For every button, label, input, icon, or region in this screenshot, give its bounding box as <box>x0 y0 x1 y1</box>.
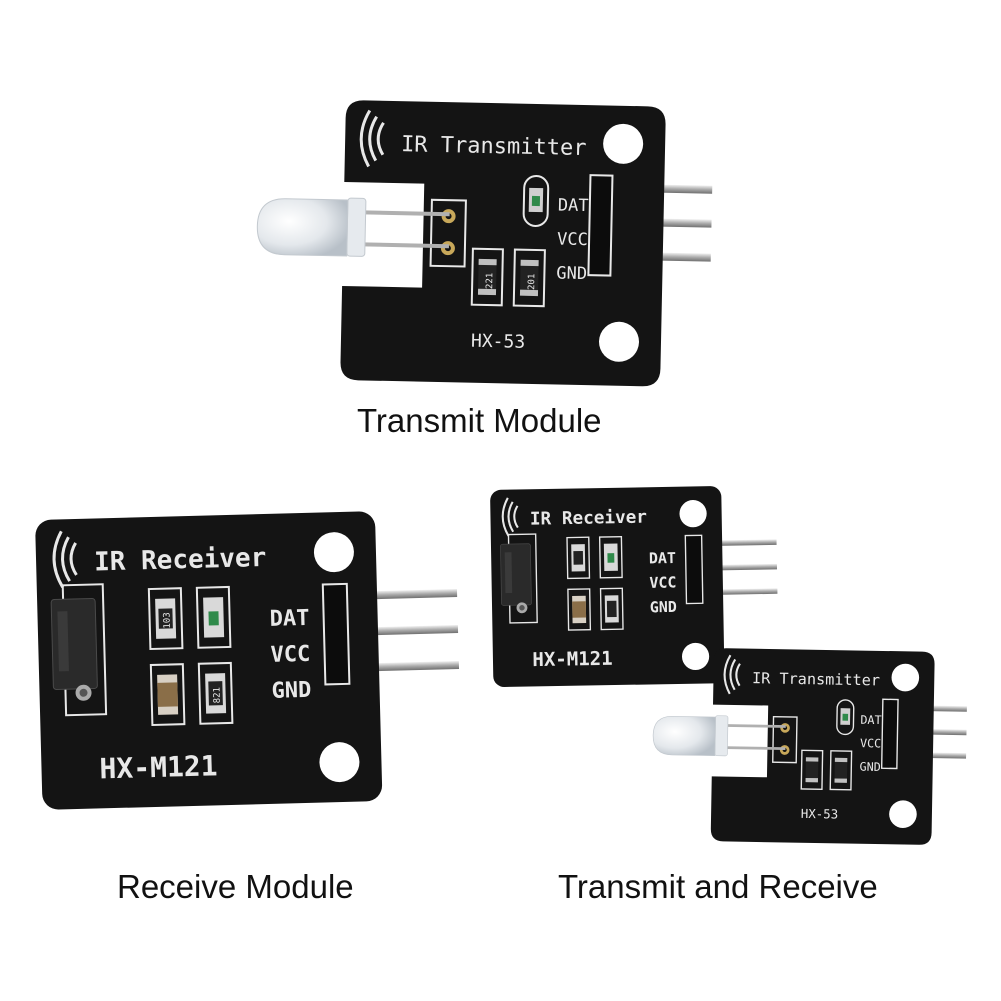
pin-label-vcc: VCC <box>860 736 881 750</box>
pin-label-dat: DAT <box>269 606 309 632</box>
resistor-code: 221 <box>485 273 495 289</box>
pin-label-gnd: GND <box>650 598 677 616</box>
transmitter-board-large: IR Transmitter DAT VCC GND 221 201 HX-53 <box>252 96 716 390</box>
board-title: IR Transmitter <box>752 669 880 689</box>
pin-label-dat: DAT <box>860 713 881 727</box>
pin-label-dat: DAT <box>558 195 589 216</box>
model-label: HX-53 <box>471 331 526 353</box>
caption-transmit-and-receive: Transmit and Receive <box>558 868 878 905</box>
board-title: IR Receiver <box>94 543 267 577</box>
board-title: IR Transmitter <box>401 132 587 161</box>
caption-transmit-module: Transmit Module <box>357 402 602 439</box>
board-title: IR Receiver <box>530 508 647 530</box>
caption-receive-module: Receive Module <box>117 868 354 905</box>
resistor-code: 201 <box>527 274 537 290</box>
model-label: HX-M121 <box>99 749 218 785</box>
transmitter-board-small: IR Transmitter DAT VCC GND HX-53 <box>650 645 969 847</box>
pin-label-vcc: VCC <box>649 573 676 591</box>
receiver-board-small: IR Receiver DAT VCC GND HX-M121 <box>488 483 781 689</box>
pin-label-dat: DAT <box>649 549 676 567</box>
model-label: HX-M121 <box>532 648 613 671</box>
model-label: HX-53 <box>801 806 839 822</box>
pin-label-gnd: GND <box>556 263 587 284</box>
component-code: 821 <box>212 687 222 704</box>
receiver-board-large: IR Receiver DAT VCC GND 103 821 HX-M121 <box>33 507 464 812</box>
pin-label-gnd: GND <box>859 760 880 774</box>
pin-label-vcc: VCC <box>270 642 310 668</box>
pin-label-gnd: GND <box>271 678 311 704</box>
pin-label-vcc: VCC <box>557 229 588 250</box>
component-code: 103 <box>162 612 172 629</box>
